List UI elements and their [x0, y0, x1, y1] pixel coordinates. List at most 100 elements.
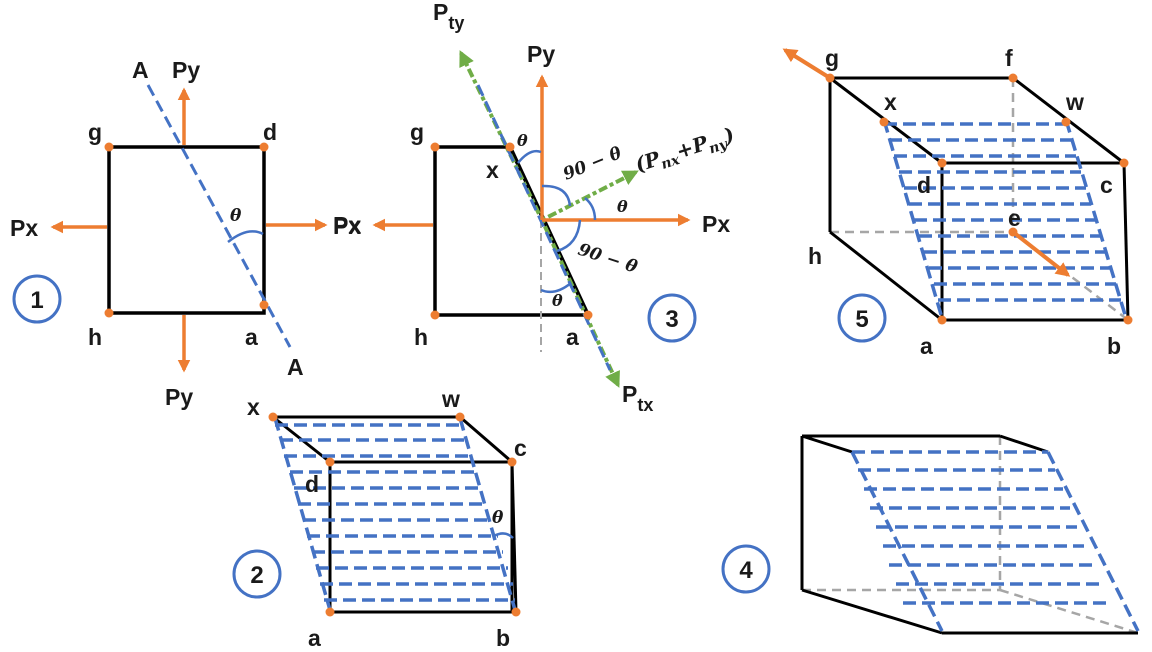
py-bottom-label: Py: [165, 384, 193, 410]
angle-label: θ: [230, 206, 242, 226]
vertex-a-dot: [259, 300, 269, 310]
angle-arc-top: [517, 149, 542, 164]
vertex-a-label: a: [566, 324, 579, 350]
angle-arc-upper-right: [541, 184, 572, 207]
vertex-g-dot: [825, 73, 835, 83]
vertex-a-label: a: [308, 625, 321, 651]
vertex-g-dot: [430, 142, 440, 152]
vertex-x-label: x: [884, 89, 897, 115]
badge-1-circle: [12, 274, 62, 324]
shear-arrow-e: [1011, 230, 1071, 277]
vertex-x-label: x: [247, 394, 260, 420]
vertex-a-label: a: [920, 333, 933, 359]
shear-plane-hatch: [273, 417, 517, 611]
edge-top-right: [999, 434, 1049, 454]
complement-lower-label: 90 − θ: [575, 240, 640, 278]
vertex-b-label: b: [496, 625, 510, 651]
plane-overlay: [476, 84, 612, 371]
vertex-b-dot: [511, 607, 521, 617]
vertex-x-label: x: [486, 157, 499, 183]
cube-top-edge-right: [459, 415, 513, 464]
badge-2-circle: [232, 549, 282, 599]
badge-1-number: 1: [30, 287, 43, 314]
vertex-a-label: a: [245, 324, 258, 350]
edge-h-a: [829, 230, 943, 322]
px-right-label: Px: [333, 213, 361, 239]
angle-arc: [493, 532, 514, 539]
px-left-label: Px: [333, 212, 361, 238]
badge-4-circle: [721, 544, 771, 594]
angle-arc-bottom: [540, 282, 572, 294]
vertex-a-dot: [937, 315, 947, 325]
vertex-h-dot: [104, 308, 114, 318]
vertex-h-label: h: [414, 324, 428, 350]
py-label: Py: [527, 41, 555, 67]
edge-top-left: [801, 434, 853, 454]
edge-left-bottom: [801, 588, 943, 635]
panel-3: Pty Ptx (Pnx+Pny) Py Px Px θ θ θ 90 − θ …: [333, 0, 738, 415]
badge-2-number: 2: [250, 562, 263, 589]
badge-5-number: 5: [855, 306, 868, 333]
vertex-h-label: h: [808, 243, 822, 269]
vertex-g-label: g: [825, 45, 839, 71]
vertex-e-dot: [1008, 227, 1018, 237]
py-top-label: Py: [172, 57, 200, 83]
vertex-f-label: f: [1005, 45, 1013, 71]
angle-top-label: θ: [517, 131, 528, 150]
vertex-b-label: b: [1107, 333, 1121, 359]
px-left-label: Px: [10, 215, 38, 241]
element-square: [107, 145, 266, 315]
badge-3-circle: [647, 293, 697, 343]
edge-c-b: [1122, 162, 1130, 321]
angle-label: θ: [492, 508, 504, 528]
angle-bottom-label: θ: [552, 291, 563, 310]
vertex-a-dot: [325, 607, 335, 617]
vertex-c-dot: [1119, 158, 1129, 168]
vertex-e-label: e: [1008, 205, 1021, 231]
shear-plane-hatch: [850, 450, 1140, 632]
px-right-label: Px: [702, 211, 730, 237]
shear-plane-hatch: [882, 119, 1128, 319]
section-label-bottom: A: [287, 354, 304, 380]
vertex-c-label: c: [514, 435, 527, 461]
vertex-c-label: c: [1100, 172, 1113, 198]
vertex-f-dot: [1008, 73, 1018, 83]
vertex-g-label: g: [88, 119, 102, 145]
panel-5: g f x w d c h e a b 5: [782, 45, 1133, 359]
vertex-g-dot: [104, 142, 114, 152]
vertex-h-label: h: [88, 324, 102, 350]
vertex-w-dot: [455, 412, 465, 422]
resultant-label: (Pnx+Pny): [632, 122, 738, 180]
complement-upper-label: 90 − θ: [560, 143, 625, 185]
cube-right-edge: [510, 461, 518, 613]
vertex-x-dot: [879, 117, 889, 127]
vertex-x-dot: [268, 412, 278, 422]
vertex-d-label: d: [917, 172, 931, 198]
vertex-d-dot: [325, 457, 335, 467]
vertex-b-dot: [1123, 315, 1133, 325]
panel-2: θ x w c d a b 2: [232, 386, 527, 651]
angle-right-label: θ: [617, 197, 628, 216]
badge-5-circle: [837, 293, 887, 343]
vertex-w-dot: [1061, 117, 1071, 127]
panel-4: 4: [721, 434, 1140, 635]
vertex-w-label: w: [441, 386, 460, 412]
section-label-top: A: [132, 57, 149, 83]
badge-3-number: 3: [665, 306, 678, 333]
vertex-d-dot: [937, 158, 947, 168]
hidden-edges: [802, 436, 1139, 635]
ptx-label: Ptx: [622, 381, 653, 415]
element-outline: [433, 145, 588, 317]
vertex-x-dot: [505, 142, 515, 152]
badge-4-number: 4: [739, 557, 753, 584]
angle-arc-lower-right: [556, 219, 582, 253]
vertex-g-label: g: [410, 119, 424, 145]
panel-1: θ A A Py Py Px Px g d h a 1: [10, 57, 361, 410]
angle-arc: [227, 230, 264, 243]
vertex-d-label: d: [305, 471, 319, 497]
pty-label: Pty: [433, 0, 464, 33]
vertex-a-dot: [583, 310, 593, 320]
vertex-c-dot: [507, 457, 517, 467]
vertex-d-dot: [259, 142, 269, 152]
